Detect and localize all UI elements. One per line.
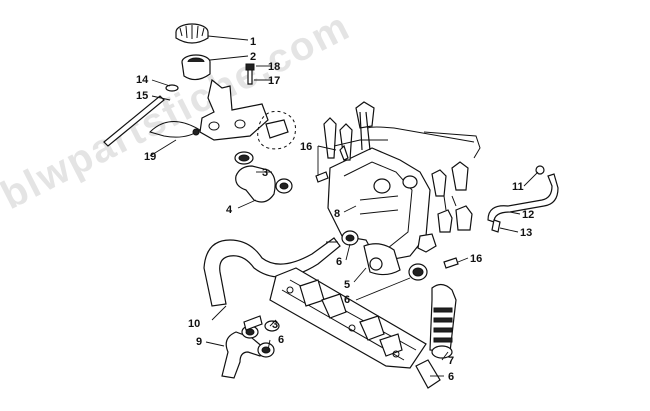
callout-2: 2 — [250, 51, 256, 63]
callout-5: 5 — [344, 279, 350, 291]
callout-10: 10 — [188, 318, 200, 330]
callout-6-head: 6 — [336, 256, 342, 268]
heat-exchanger — [269, 267, 427, 369]
upper-hose-assembly — [234, 151, 293, 203]
filler-neck — [181, 54, 211, 81]
callout-1: 1 — [250, 36, 256, 48]
wire-harness — [367, 126, 481, 159]
radiator-hose — [203, 237, 341, 307]
callout-9: 9 — [196, 336, 202, 348]
mounting-bracket — [199, 63, 269, 141]
callout-6-outlet: 6 — [344, 294, 350, 306]
callout-11: 11 — [512, 181, 524, 193]
callout-16-upper: 16 — [300, 141, 312, 153]
callout-16-lower: 16 — [470, 253, 482, 265]
callout-17: 17 — [268, 75, 280, 87]
callouts: 1 2 3 3 4 5 6 6 6 6 7 8 9 10 11 12 13 14… — [136, 36, 534, 383]
overflow-tube — [103, 84, 201, 147]
bolts — [315, 144, 459, 269]
radiator-cap — [175, 23, 209, 44]
callout-18: 18 — [268, 61, 280, 73]
callout-4: 4 — [226, 204, 233, 216]
callout-13: 13 — [520, 227, 532, 239]
leader-lines — [149, 35, 539, 377]
callout-7: 7 — [448, 355, 454, 367]
callout-6-lower: 6 — [278, 334, 284, 346]
callout-6-drain: 6 — [448, 371, 454, 383]
callout-3-upper: 3 — [262, 167, 268, 179]
callout-12: 12 — [522, 209, 534, 221]
coolant-outlet — [341, 230, 428, 281]
callout-14: 14 — [136, 74, 149, 86]
callout-19: 19 — [144, 151, 156, 163]
callout-8: 8 — [334, 208, 340, 220]
hose-fitting — [243, 315, 263, 331]
lower-hose — [221, 320, 280, 379]
corrugated-hose — [415, 283, 457, 389]
bypass-hose — [487, 165, 559, 233]
callout-3-lower: 3 — [272, 319, 278, 331]
bracket-clip — [265, 119, 289, 139]
callout-15: 15 — [136, 90, 148, 102]
